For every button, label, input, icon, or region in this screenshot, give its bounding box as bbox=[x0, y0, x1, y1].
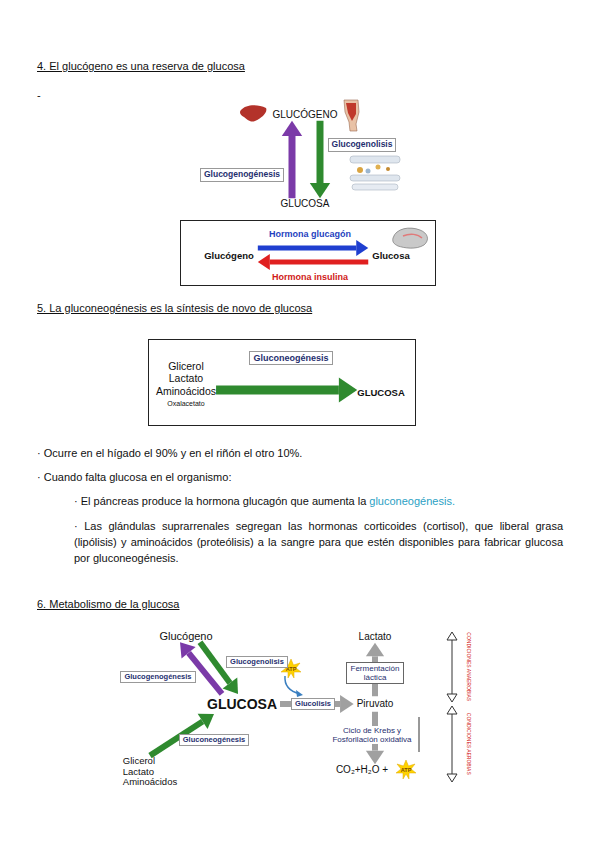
arrow-shaft bbox=[289, 136, 296, 198]
node-text: Glicerol Lactato Aminoácidos bbox=[123, 756, 177, 789]
body-text: - bbox=[37, 88, 41, 102]
node-text: Glicerol Lactato Aminoácidos bbox=[156, 360, 216, 396]
process-label-box: Glucogenogénesis bbox=[200, 168, 284, 182]
flow-arrow bbox=[282, 121, 302, 199]
arrow-shaft bbox=[270, 260, 368, 265]
process-label-box: Gluconeogénesis bbox=[249, 351, 332, 365]
condition-arrows bbox=[447, 632, 457, 782]
flow-arrow bbox=[310, 121, 330, 199]
arrow-shaft bbox=[216, 386, 339, 395]
node-text: Glucógeno bbox=[204, 251, 254, 262]
liver-icon bbox=[240, 105, 266, 121]
section-heading: 4. El glucógeno es una reserva de glucos… bbox=[37, 59, 245, 73]
arrow-head bbox=[339, 378, 357, 403]
body-text: · Las glándulas suprarrenales segregan l… bbox=[74, 518, 563, 566]
atp-label: ATP bbox=[401, 767, 412, 773]
section-heading: 5. La gluconeogénesis es la síntesis de … bbox=[37, 301, 312, 315]
arrow-shaft bbox=[258, 246, 356, 251]
arrow-head bbox=[310, 183, 330, 198]
product-text: GLUCOSA bbox=[357, 388, 405, 399]
substrate-list: Glicerol Lactato Aminoácidos bbox=[123, 756, 177, 789]
bracket-bar bbox=[419, 717, 420, 752]
atp-curve-head bbox=[296, 690, 303, 697]
node-subtext: Oxalacetato bbox=[156, 400, 216, 408]
arrow-head bbox=[180, 642, 196, 658]
node-text: Glucosa bbox=[372, 251, 410, 262]
node-text: Piruvato bbox=[357, 698, 394, 710]
process-label-box: Gluconeogénesis bbox=[179, 734, 250, 747]
flow-arrow bbox=[258, 254, 368, 270]
central-text: GLUCOSA bbox=[204, 694, 280, 714]
body-text: · El páncreas produce la hormona glucagó… bbox=[74, 494, 366, 508]
flow-arrow bbox=[180, 642, 222, 694]
edge-label: Hormona insulina bbox=[270, 272, 350, 282]
process-label-box: Glucogenolisis bbox=[226, 656, 288, 669]
arrow-head bbox=[366, 751, 384, 765]
process-label-box: Glucogenolisis bbox=[328, 138, 397, 152]
condition-label: CONDICIONES AEROBIAS bbox=[465, 713, 471, 775]
process-label-box: Fermentación láctica bbox=[346, 662, 404, 684]
flow-arrow bbox=[216, 378, 357, 403]
product-text: CO₂+H₂O + bbox=[336, 764, 388, 776]
substrate-list: Glicerol Lactato AminoácidosOxalacetato bbox=[156, 360, 216, 407]
node-text: Glucógeno bbox=[159, 630, 212, 643]
body-text: gluconeogénesis. bbox=[369, 494, 455, 508]
node-text: GLUCOSA bbox=[357, 388, 405, 399]
process-label-box: Glucogenogénesis bbox=[120, 671, 195, 684]
atp-sun bbox=[396, 760, 416, 779]
state-text: Piruvato bbox=[354, 696, 397, 712]
state-text: Glucógeno bbox=[200, 245, 258, 268]
pancreas-icon bbox=[393, 228, 428, 248]
state-text: Glucosa bbox=[368, 245, 414, 268]
flow-arrow bbox=[280, 695, 354, 713]
arrow-head bbox=[282, 121, 302, 136]
state-text: GLUCOSA bbox=[281, 198, 330, 210]
state-text: Glucógeno bbox=[159, 630, 212, 643]
state-text: Lactato bbox=[359, 631, 392, 643]
condition-label: CONDICIONES ANAEROBIAS bbox=[465, 633, 471, 702]
body-text: · Ocurre en el hígado el 90% y en el riñ… bbox=[37, 446, 302, 460]
arrow-head bbox=[198, 714, 214, 729]
node-text: GLUCÓGENO bbox=[272, 109, 337, 121]
node-text: GLUCOSA bbox=[281, 198, 330, 210]
arrow-head bbox=[366, 643, 384, 657]
process-label-box: Glucolisis bbox=[291, 698, 335, 711]
node-text: CO₂+H₂O + bbox=[336, 764, 388, 776]
flow-arrow bbox=[258, 240, 368, 256]
arrow-head bbox=[223, 678, 238, 694]
arrow-head bbox=[258, 254, 270, 270]
edge-label: Hormona glucagón bbox=[267, 229, 353, 239]
food-icons bbox=[350, 156, 400, 190]
arrow-shaft bbox=[317, 121, 324, 183]
arrow-head bbox=[340, 695, 354, 713]
state-text: GLUCÓGENO bbox=[272, 109, 337, 121]
node-text: GLUCOSA bbox=[207, 696, 277, 712]
node-text: Lactato bbox=[359, 631, 392, 643]
leg-icon bbox=[344, 100, 359, 131]
section-heading: 6. Metabolismo de la glucosa bbox=[37, 597, 179, 611]
body-text: · Cuando falta glucosa en el organismo: bbox=[37, 470, 231, 484]
edge-label: Ciclo de Krebs y Fosforilación oxidativa bbox=[326, 726, 418, 744]
arrow-head bbox=[356, 240, 368, 256]
